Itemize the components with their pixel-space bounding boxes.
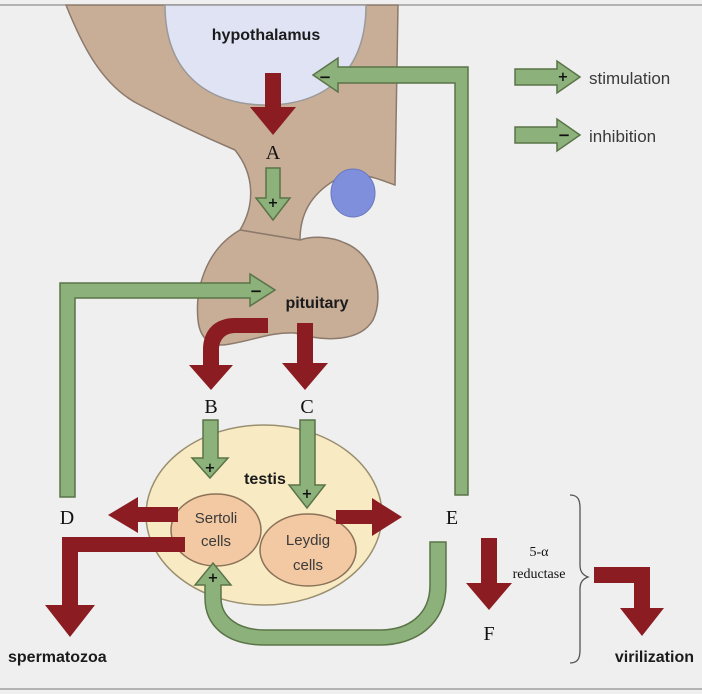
sertoli-cells (170, 493, 262, 567)
blue-gland (330, 168, 376, 218)
letter-b: B (204, 396, 217, 418)
legend-sign-plus: + (558, 70, 569, 85)
legend-inhibition-label: inhibition (589, 127, 656, 146)
label-sertoli-1: Sertoli (195, 510, 238, 527)
label-hypothalamus: hypothalamus (212, 27, 321, 44)
sign-plus-e-to-sertoli: + (208, 571, 219, 586)
legend-sign-minus: − (558, 126, 571, 144)
legend-inhibition-arrow (514, 117, 582, 153)
sign-minus-hypothalamus: − (319, 68, 332, 86)
sign-plus-leydig: + (302, 487, 313, 502)
pituitary (196, 229, 379, 346)
sign-minus-pituitary: − (250, 282, 263, 300)
red-arrow-e-to-f (466, 538, 512, 610)
red-arrow-leydig-to-e (336, 498, 402, 536)
red-arrow-pituitary-to-b (189, 318, 268, 390)
red-arrow-to-virilization (594, 567, 664, 636)
label-sertoli-2: cells (201, 533, 231, 550)
label-leydig-2: cells (293, 557, 323, 574)
stimulation-arrow-c-to-leydig (287, 419, 327, 510)
label-testis: testis (244, 471, 286, 488)
label-spermatozoa: spermatozoa (8, 649, 107, 666)
red-arrow-sertoli-to-spermatozoa (45, 537, 185, 637)
label-reductase-2: reductase (513, 567, 566, 582)
letter-a: A (266, 142, 281, 164)
red-arrow-sertoli-to-d (108, 497, 178, 533)
leydig-cells (259, 513, 357, 587)
stimulation-arrow-b-to-sertoli (190, 419, 230, 480)
sign-plus-sertoli: + (205, 461, 216, 476)
legend-stimulation-label: stimulation (589, 69, 670, 88)
sign-plus-pituitary: + (268, 196, 279, 211)
bracket (569, 494, 590, 664)
inhibition-arrow-d-to-pituitary (59, 272, 277, 498)
red-arrow-hypothalamus-to-a (250, 73, 296, 135)
label-leydig-1: Leydig (286, 532, 330, 549)
letter-d: D (60, 507, 74, 529)
letter-c: C (300, 396, 313, 418)
letter-f: F (483, 623, 494, 645)
label-reductase-1: 5-α (530, 545, 550, 560)
stimulation-arrow-a-to-pituitary (254, 167, 292, 222)
label-pituitary: pituitary (285, 295, 348, 312)
legend-stimulation-arrow (514, 59, 582, 95)
letter-e: E (446, 507, 458, 529)
stimulation-arrow-e-to-sertoli (193, 541, 447, 646)
inhibition-arrow-e-to-hypothalamus (311, 56, 469, 496)
red-arrow-pituitary-to-c (282, 323, 328, 390)
label-virilization: virilization (615, 649, 694, 666)
